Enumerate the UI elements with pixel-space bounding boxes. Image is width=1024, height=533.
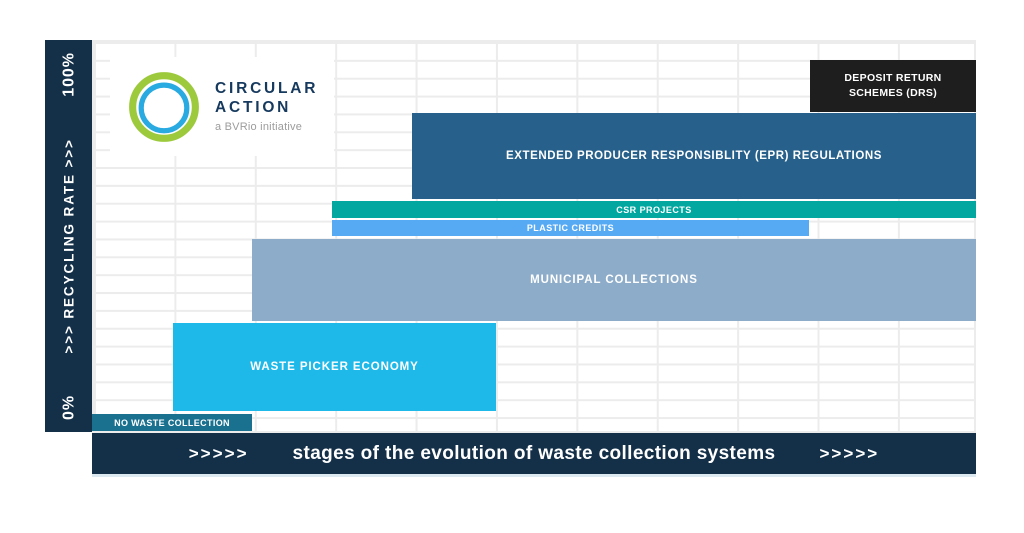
x-axis-left-chevrons-icon: >>>>> [188, 443, 249, 463]
logo-tagline: a BVRio initiative [215, 120, 303, 133]
bar-label: EXTENDED PRODUCER RESPONSIBLITY (EPR) RE… [506, 150, 882, 162]
x-axis-title: stages of the evolution of waste collect… [292, 442, 776, 464]
y-axis-min-label: 0% [59, 394, 77, 420]
bar-csr-projects: CSR PROJECTS [332, 201, 976, 218]
bar-no-waste-collection: NO WASTE COLLECTION [92, 414, 252, 431]
bar-deposit-return-schemes: DEPOSIT RETURN SCHEMES (DRS) [810, 60, 976, 112]
y-axis-rotated-labels: 0% >>> RECYCLING RATE >>> 100% [45, 40, 92, 432]
bar-label: NO WASTE COLLECTION [114, 417, 230, 428]
y-axis-bar: 0% >>> RECYCLING RATE >>> 100% [45, 40, 92, 432]
logo-text-block: CIRCULAR ACTION a BVRio initiative [215, 80, 318, 132]
logo-name-line1: CIRCULAR [215, 80, 319, 98]
bar-label: PLASTIC CREDITS [526, 223, 615, 233]
bar-label: CSR PROJECTS [616, 204, 692, 215]
logo-name-line2: ACTION [215, 99, 292, 116]
bar-waste-picker-economy: WASTE PICKER ECONOMY [173, 323, 496, 411]
x-axis-bar: >>>>> stages of the evolution of waste c… [92, 433, 976, 477]
bar-epr-regulations: EXTENDED PRODUCER RESPONSIBLITY (EPR) RE… [412, 113, 976, 199]
circular-action-logo: CIRCULAR ACTION a BVRio initiative [110, 57, 334, 156]
bar-plastic-credits: PLASTIC CREDITS [332, 220, 809, 236]
x-axis-right-chevrons-icon: >>>>> [819, 443, 880, 463]
bar-label: MUNICIPAL COLLECTIONS [530, 274, 698, 286]
bar-municipal-collections: MUNICIPAL COLLECTIONS [252, 239, 976, 321]
y-axis-max-label: 100% [59, 52, 77, 97]
bar-label: DEPOSIT RETURN SCHEMES (DRS) [844, 72, 942, 99]
bar-label: WASTE PICKER ECONOMY [250, 361, 419, 373]
y-axis-title: >>> RECYCLING RATE >>> [61, 138, 76, 354]
circular-action-rings-icon [129, 71, 199, 142]
